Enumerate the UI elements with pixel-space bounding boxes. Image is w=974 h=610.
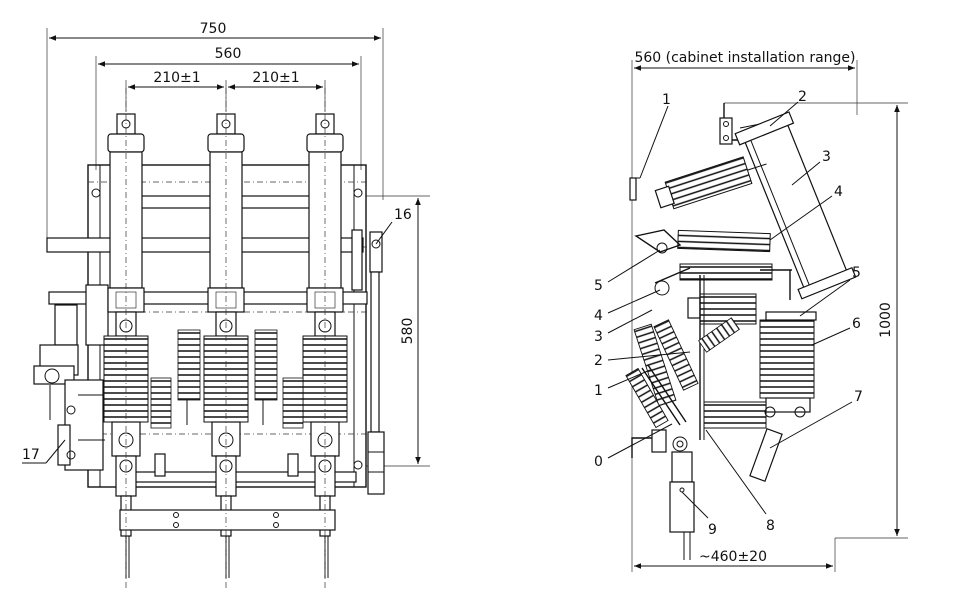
- left-mechanism: [33, 284, 109, 471]
- callout-label-r7: 7: [854, 389, 863, 405]
- dimension-label-base-depth: ~460±20: [699, 549, 767, 565]
- dimension-label-pitch-right: 210±1: [252, 70, 299, 86]
- front-view: 750 560 210±1 210±1 580: [22, 21, 430, 590]
- dimension-label-580: 580: [400, 318, 416, 345]
- center-insulator: [699, 293, 757, 325]
- callout-label-r8: 8: [766, 518, 775, 534]
- moving-contact-insulator: [634, 229, 771, 254]
- fuse-tube: [734, 111, 857, 300]
- callout-label-r6: 6: [852, 316, 861, 332]
- callout-label-l2: 2: [594, 353, 603, 369]
- dimension-label-cabinet-range: 560 (cabinet installation range): [634, 50, 855, 66]
- callout-label-l1: 1: [594, 383, 603, 399]
- callout-17: 17: [22, 439, 66, 464]
- dimension-pole-pitch: 210±1 210±1: [125, 70, 326, 112]
- callouts-right: 1 2 3 4 5 6 7 8 9: [639, 89, 863, 538]
- callout-label-l3: 3: [594, 329, 603, 345]
- earthing-bar: [119, 509, 336, 531]
- support-insulator-right: [759, 311, 817, 413]
- callout-label-r9: 9: [708, 522, 717, 538]
- dimension-overall-width: 750: [46, 21, 384, 250]
- callout-label-r1: 1: [662, 92, 671, 108]
- callout-label-r2: 2: [798, 89, 807, 105]
- callout-label-l4: 4: [594, 308, 603, 324]
- dimension-mounting-width: 560: [95, 46, 362, 170]
- dimension-label-1000: 1000: [878, 302, 894, 338]
- callouts-left: 5 4 3 2 1 0: [594, 249, 691, 470]
- dimension-mounting-height: 580: [366, 195, 430, 467]
- callout-label-17: 17: [22, 447, 40, 463]
- side-view: 560 (cabinet installation range) 1000 ~4…: [594, 50, 908, 572]
- dimension-label-pitch-left: 210±1: [153, 70, 200, 86]
- dimension-label-750: 750: [200, 21, 227, 37]
- callout-label-r4: 4: [834, 184, 843, 200]
- upper-insulator: [654, 156, 767, 210]
- dimension-cabinet-range: 560 (cabinet installation range): [631, 50, 858, 200]
- base-assembly: [631, 429, 695, 560]
- dimension-total-height: 1000: [724, 102, 908, 539]
- callout-label-r3: 3: [822, 149, 831, 165]
- earth-switch-arm: [625, 319, 699, 429]
- callout-16: 16: [375, 207, 412, 245]
- callout-label-l5: 5: [594, 278, 603, 294]
- callout-label-16: 16: [394, 207, 412, 223]
- right-operating-rod: [351, 229, 385, 495]
- callout-label-r5: 5: [852, 265, 861, 281]
- callout-label-l0: 0: [594, 454, 603, 470]
- dimension-label-560: 560: [215, 46, 242, 62]
